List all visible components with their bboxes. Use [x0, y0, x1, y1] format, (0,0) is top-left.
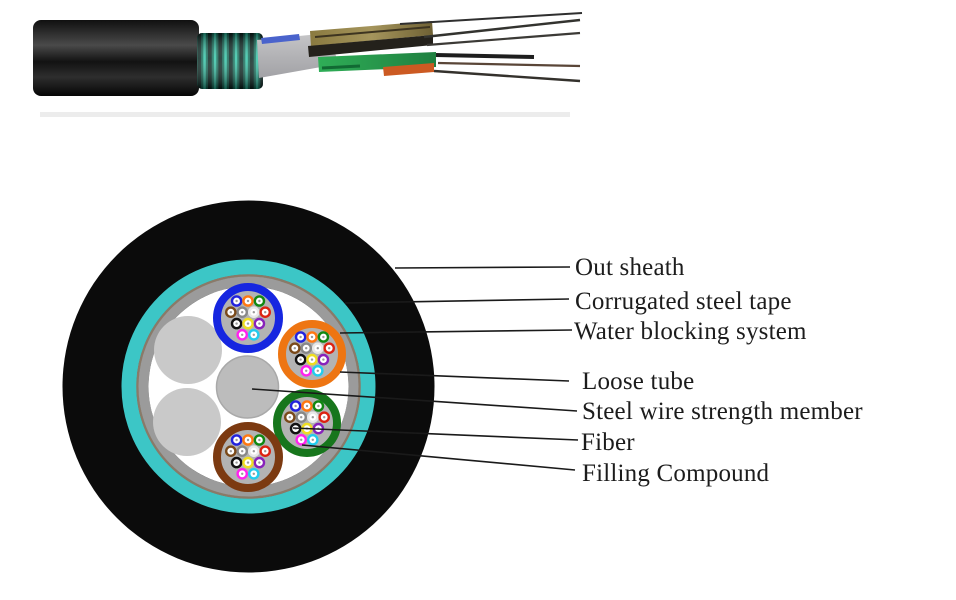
fiber-core-dot: [316, 369, 319, 372]
label-water-blocking: Water blocking system: [574, 318, 807, 345]
fiber-core-dot: [252, 450, 255, 453]
cable-cross-section: [62, 200, 579, 573]
leader-steel-tape: [344, 298, 570, 304]
fiber-core-dot: [310, 335, 314, 339]
fiber-core-dot: [305, 369, 308, 372]
fiber-core-dot: [300, 416, 303, 419]
fiber-core-dot: [235, 461, 238, 464]
fiber-core-dot: [264, 450, 267, 453]
fiber-core-dot: [322, 335, 325, 339]
label-steel-tape: Corrugated steel tape: [575, 288, 792, 315]
fiber-core-dot: [293, 347, 296, 350]
fiber-core-dot: [317, 404, 320, 408]
leader-strength-member: [251, 388, 578, 412]
fiber-core-dot: [241, 333, 244, 336]
green-tube-streak: [321, 64, 361, 70]
label-filling: Filling Compound: [582, 460, 770, 487]
fiber-core-dot: [246, 438, 250, 442]
corrugated-steel-tape-ring: [121, 259, 376, 514]
fiber-core-dot: [241, 450, 244, 453]
fiber-core-dot: [252, 472, 255, 475]
fiber-core-dot: [311, 416, 314, 419]
fiber-core-dot: [310, 358, 314, 361]
label-out-sheath: Out sheath: [575, 254, 685, 281]
fiber-core-dot: [252, 333, 255, 336]
fiber-core-dot: [294, 404, 297, 408]
steel-wire-strands: [399, 12, 583, 83]
filler-rod: [154, 316, 222, 384]
loose-tube-olive: [310, 21, 433, 46]
fiber-core-dot: [258, 461, 261, 464]
corrugated-armor-shading: [197, 33, 263, 89]
fiber-core-dot: [300, 438, 303, 441]
fiber-core-dot: [316, 347, 319, 350]
fiber-core-dot: [241, 472, 244, 475]
ripcord: [261, 34, 300, 44]
leader-filling: [301, 444, 576, 471]
label-fiber: Fiber: [581, 429, 635, 456]
fiber-core-dot: [258, 299, 261, 303]
fiber-core-dot: [246, 322, 250, 325]
fiber-core-dot: [246, 461, 250, 464]
leader-out-sheath: [394, 266, 571, 269]
fiber-core-dot: [311, 438, 314, 441]
fiber-core-dot: [305, 347, 308, 350]
filler-rod: [153, 388, 221, 456]
fiber-core-dot: [328, 347, 331, 350]
fiber-core-dot: [305, 404, 309, 408]
fiber-core-dot: [299, 335, 302, 339]
label-loose-tube: Loose tube: [582, 368, 695, 395]
fiber-core-dot: [258, 322, 261, 325]
leader-loose-tube: [339, 371, 570, 382]
fiber-core-dot: [246, 299, 250, 303]
fiber-core-dot: [229, 450, 232, 453]
loose-tube-orange: [383, 63, 434, 76]
fiber-core-dot: [322, 358, 325, 361]
leader-lines: [251, 266, 579, 471]
outer-jacket: [33, 20, 199, 96]
fiber-core-dot: [235, 438, 238, 442]
fiber-core-dot: [264, 311, 267, 314]
leader-water-blocking: [339, 329, 573, 334]
fiber-core-dot: [299, 358, 302, 361]
fiber-core-dot: [235, 322, 238, 325]
photo-shadow: [40, 112, 570, 117]
steel-wire-strength-member: [215, 355, 280, 419]
leader-fiber: [292, 427, 579, 441]
tape-edge-ring: [136, 274, 361, 499]
fiber-core-dot: [323, 416, 326, 419]
olive-tube-streak: [314, 26, 431, 38]
loose-tube-dark: [308, 35, 433, 57]
fiber-core-dot: [235, 299, 238, 303]
fiber-core-dot: [252, 311, 255, 314]
fiber-core-dot: [258, 438, 261, 442]
core-elements: [153, 283, 346, 492]
cable-photo: [33, 12, 583, 117]
fiber-core-dot: [229, 311, 232, 314]
fiber-core-dot: [288, 416, 291, 419]
fiber-core-dot: [241, 311, 244, 314]
label-strength-member: Steel wire strength member: [582, 398, 863, 425]
